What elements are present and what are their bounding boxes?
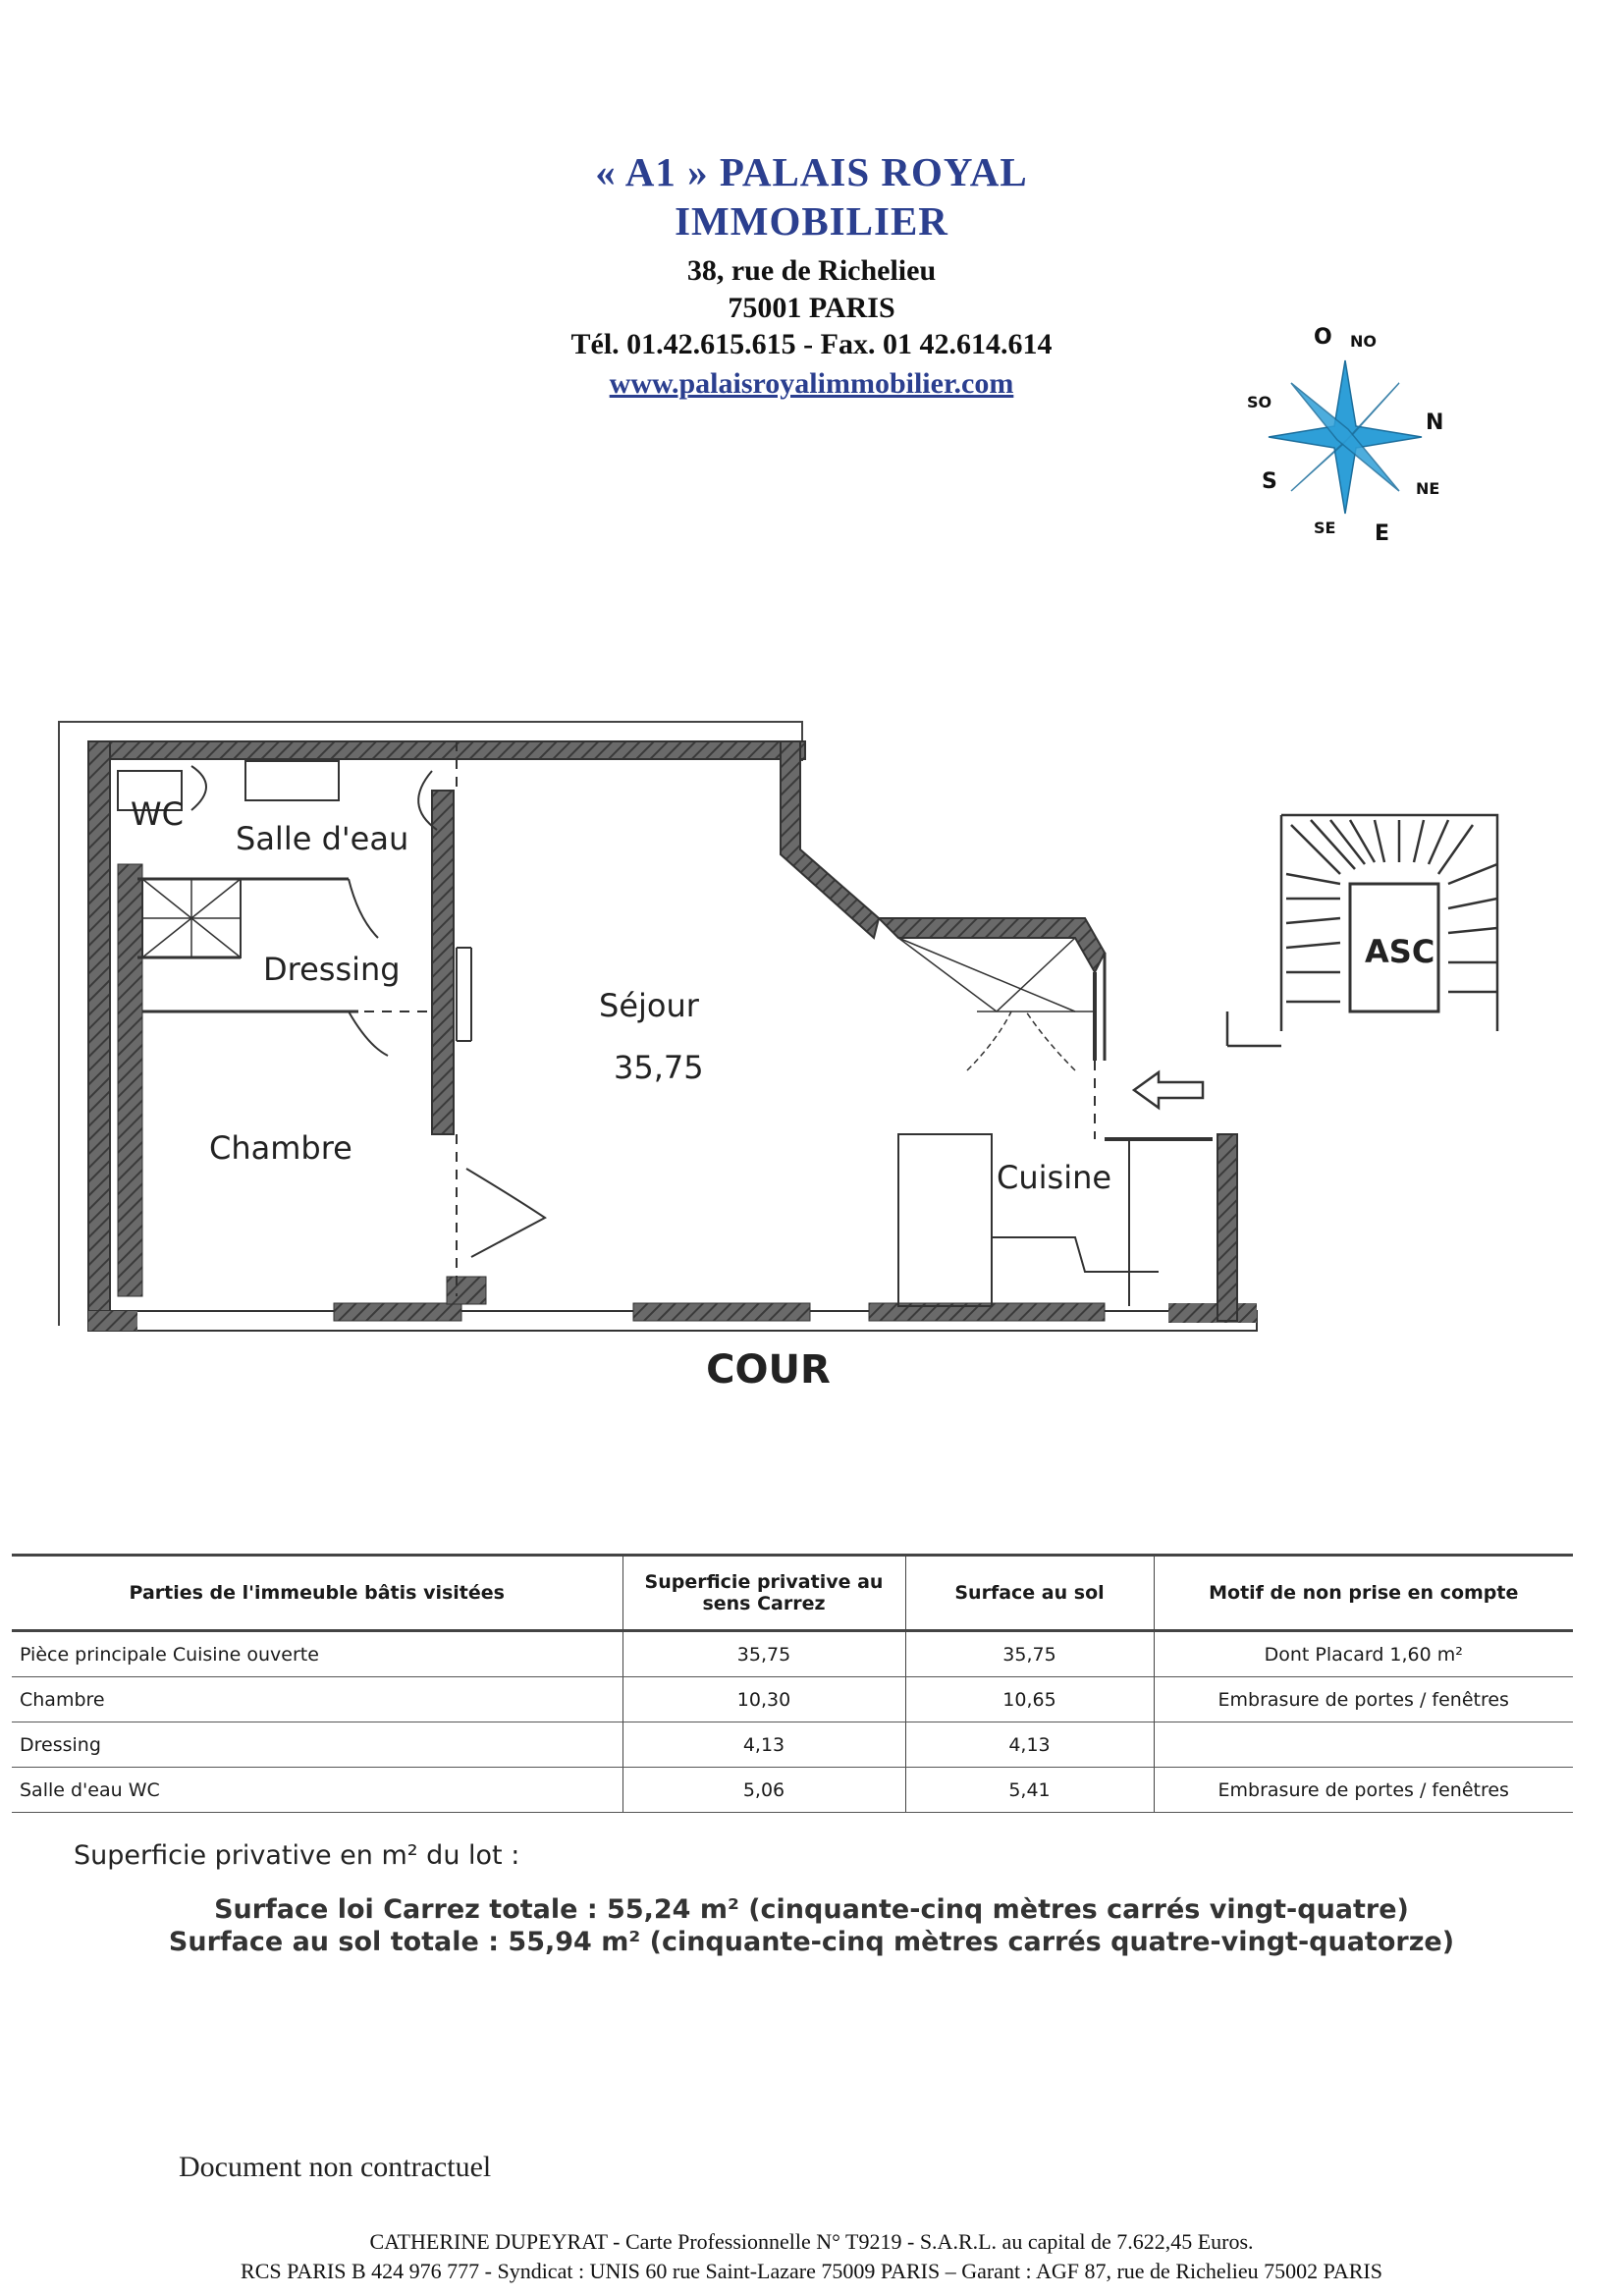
surface-totals: Surface loi Carrez totale : 55,24 m² (ci…: [0, 1893, 1623, 1958]
table-header-row: Parties de l'immeuble bâtis visitées Sup…: [12, 1554, 1573, 1632]
agency-name-line1: « A1 » PALAIS ROYAL: [595, 149, 1028, 194]
sol-total: Surface au sol totale : 55,94 m² (cinqua…: [168, 1927, 1455, 1957]
compass-label-e: E: [1375, 521, 1389, 546]
footer-line2: RCS PARIS B 424 976 777 - Syndicat : UNI…: [241, 2259, 1382, 2283]
cell-room: Salle d'eau WC: [12, 1767, 622, 1813]
header-motif: Motif de non prise en compte: [1153, 1554, 1573, 1632]
compass-label-s: S: [1262, 469, 1277, 494]
cell-sol: 10,65: [904, 1676, 1154, 1722]
cell-motif: [1153, 1722, 1573, 1768]
cell-carrez: 4,13: [622, 1722, 905, 1768]
room-label-chambre: Chambre: [209, 1129, 352, 1167]
cell-sol: 5,41: [904, 1767, 1154, 1813]
cell-room: Chambre: [12, 1676, 622, 1722]
walls: [87, 740, 1258, 1332]
compass-label-se: SE: [1314, 519, 1335, 537]
legal-footer: CATHERINE DUPEYRAT - Carte Professionnel…: [0, 2227, 1623, 2286]
agency-phone-fax: Tél. 01.42.615.615 - Fax. 01 42.614.614: [570, 328, 1053, 360]
courtyard-label: COUR: [706, 1347, 831, 1393]
room-label-cuisine: Cuisine: [997, 1159, 1111, 1196]
cell-carrez: 10,30: [622, 1676, 905, 1722]
table-row: Salle d'eau WC 5,06 5,41 Embrasure de po…: [12, 1767, 1573, 1813]
cell-carrez: 5,06: [622, 1767, 905, 1813]
cell-carrez: 35,75: [622, 1630, 905, 1677]
room-label-asc: ASC: [1365, 933, 1434, 970]
room-label-wc: WC: [131, 795, 184, 833]
cell-sol: 35,75: [904, 1630, 1154, 1677]
entrance-arrow-icon: [1131, 1069, 1205, 1111]
room-label-sejour-area: 35,75: [614, 1049, 704, 1086]
cell-room: Dressing: [12, 1722, 622, 1768]
agency-name-line2: IMMOBILIER: [675, 198, 948, 244]
compass-label-so: SO: [1247, 393, 1271, 411]
address-city: 75001 PARIS: [728, 292, 895, 324]
room-label-salle-deau: Salle d'eau: [236, 820, 408, 857]
header-sol: Surface au sol: [904, 1554, 1154, 1632]
cell-motif: Embrasure de portes / fenêtres: [1153, 1767, 1573, 1813]
compass-label-no: NO: [1350, 332, 1377, 351]
cell-motif: Embrasure de portes / fenêtres: [1153, 1676, 1573, 1722]
agency-website-link[interactable]: www.palaisroyalimmobilier.com: [609, 367, 1014, 400]
room-label-dressing: Dressing: [263, 951, 401, 988]
floor-plan: WC Salle d'eau Dressing Chambre Séjour 3…: [58, 721, 1499, 1332]
footer-line1: CATHERINE DUPEYRAT - Carte Professionnel…: [369, 2229, 1254, 2254]
header-parties: Parties de l'immeuble bâtis visitées: [12, 1554, 622, 1632]
surface-intro: Superficie privative en m² du lot :: [74, 1840, 520, 1871]
compass-rose-icon: O NO N NE E SE S SO: [1247, 325, 1443, 546]
agency-name: « A1 » PALAIS ROYAL IMMOBILIER: [0, 147, 1623, 246]
agency-address: 38, rue de Richelieu 75001 PARIS: [0, 252, 1623, 327]
header-carrez: Superficie privative au sens Carrez: [622, 1554, 905, 1632]
cell-motif: Dont Placard 1,60 m²: [1153, 1630, 1573, 1677]
staircase: [1225, 813, 1499, 1048]
room-label-sejour: Séjour: [599, 987, 700, 1024]
table-row: Dressing 4,13 4,13: [12, 1722, 1573, 1768]
cell-room: Pièce principale Cuisine ouverte: [12, 1630, 622, 1677]
cell-sol: 4,13: [904, 1722, 1154, 1768]
surface-table: Parties de l'immeuble bâtis visitées Sup…: [12, 1554, 1573, 1813]
compass-label-n: N: [1426, 410, 1443, 435]
partitions: [117, 760, 1159, 1307]
compass-label-o: O: [1314, 325, 1332, 350]
disclaimer: Document non contractuel: [179, 2151, 492, 2183]
compass-label-ne: NE: [1416, 479, 1439, 498]
table-row: Pièce principale Cuisine ouverte 35,75 3…: [12, 1630, 1573, 1677]
table-row: Chambre 10,30 10,65 Embrasure de portes …: [12, 1676, 1573, 1722]
address-street: 38, rue de Richelieu: [686, 254, 937, 287]
carrez-total: Surface loi Carrez totale : 55,24 m² (ci…: [214, 1894, 1409, 1925]
